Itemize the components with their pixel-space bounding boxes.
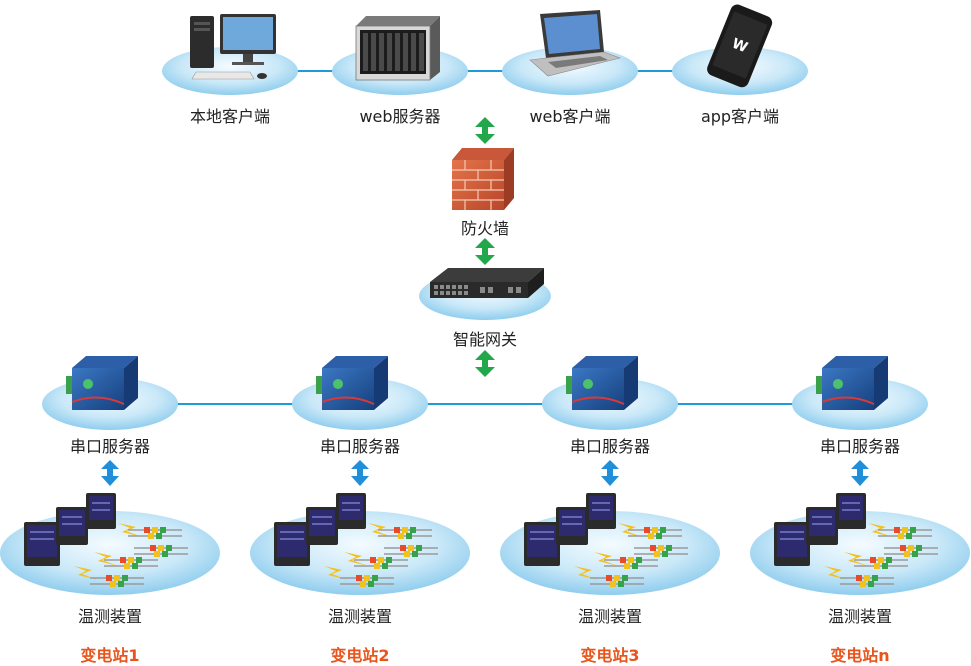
serial-server-label: 串口服务器 xyxy=(819,437,901,456)
client-label-local: 本地客户端 xyxy=(189,107,271,126)
lightning-icon xyxy=(94,552,118,566)
lightning-icon xyxy=(324,566,348,580)
temperature-device-label: 温测装置 xyxy=(827,607,893,626)
temperature-meter-icon xyxy=(56,507,88,545)
lightning-icon xyxy=(118,523,142,537)
blue-double-arrow xyxy=(101,460,119,486)
temperature-sensor-icon xyxy=(840,575,894,587)
lightning-icon xyxy=(344,552,368,566)
temperature-meter-icon xyxy=(774,522,810,566)
substation-group xyxy=(750,356,970,595)
firewall-label: 防火墙 xyxy=(460,219,510,238)
lightning-icon xyxy=(574,566,598,580)
temperature-sensor-icon xyxy=(878,527,932,539)
green-double-arrow xyxy=(475,350,495,377)
temperature-sensor-icon xyxy=(854,557,908,569)
client-label-app: app客户端 xyxy=(700,107,780,126)
blue-double-arrow xyxy=(851,460,869,486)
substation-group xyxy=(0,356,220,595)
lightning-icon xyxy=(618,523,642,537)
temperature-sensor-icon xyxy=(590,575,644,587)
temperature-meter-icon xyxy=(24,522,60,566)
temperature-sensor-icon xyxy=(128,527,182,539)
blue-double-arrow xyxy=(351,460,369,486)
temperature-device-label: 温测装置 xyxy=(577,607,643,626)
temperature-sensor-icon xyxy=(104,557,158,569)
green-double-arrow xyxy=(475,238,495,265)
substation-group xyxy=(250,356,470,595)
serial-server-label: 串口服务器 xyxy=(569,437,651,456)
client-platform xyxy=(162,47,298,95)
temperature-device-label: 温测装置 xyxy=(327,607,393,626)
network-switch-icon xyxy=(430,268,544,298)
serial-server-label: 串口服务器 xyxy=(319,437,401,456)
substation-name: 变电站3 xyxy=(580,646,640,665)
temperature-meter-icon xyxy=(336,493,366,529)
substation-name: 变电站2 xyxy=(330,646,390,665)
brick-wall-icon xyxy=(452,148,514,210)
green-double-arrow xyxy=(475,117,495,144)
lightning-icon xyxy=(594,552,618,566)
temperature-sensor-icon xyxy=(90,575,144,587)
blue-double-arrow xyxy=(601,460,619,486)
lightning-icon xyxy=(74,566,98,580)
temperature-device-label: 温测装置 xyxy=(77,607,143,626)
temperature-sensor-icon xyxy=(634,545,688,557)
lightning-icon xyxy=(368,523,392,537)
serial-server-icon xyxy=(566,356,638,410)
temperature-sensor-icon xyxy=(628,527,682,539)
serial-server-label: 串口服务器 xyxy=(69,437,151,456)
temperature-sensor-icon xyxy=(378,527,432,539)
temperature-sensor-icon xyxy=(354,557,408,569)
laptop-icon xyxy=(529,10,622,77)
temperature-meter-icon xyxy=(86,493,116,529)
temperature-meter-icon xyxy=(306,507,338,545)
substation-name: 变电站1 xyxy=(80,646,140,665)
gateway-label: 智能网关 xyxy=(452,330,518,349)
lightning-icon xyxy=(844,552,868,566)
temperature-sensor-icon xyxy=(134,545,188,557)
lightning-icon xyxy=(824,566,848,580)
serial-server-icon xyxy=(316,356,388,410)
serial-server-icon xyxy=(816,356,888,410)
client-label-web-server: web服务器 xyxy=(359,107,441,126)
temperature-sensor-icon xyxy=(884,545,938,557)
lightning-icon xyxy=(868,523,892,537)
rack-server-icon xyxy=(355,16,440,81)
serial-server-icon xyxy=(66,356,138,410)
substation-name: 变电站n xyxy=(830,646,890,665)
client-label-web-client: web客户端 xyxy=(529,107,611,126)
temperature-sensor-icon xyxy=(604,557,658,569)
temperature-meter-icon xyxy=(586,493,616,529)
temperature-meter-icon xyxy=(274,522,310,566)
temperature-meter-icon xyxy=(806,507,838,545)
smartphone-icon: W xyxy=(707,4,773,88)
temperature-sensor-icon xyxy=(384,545,438,557)
temperature-meter-icon xyxy=(556,507,588,545)
temperature-meter-icon xyxy=(836,493,866,529)
substation-group xyxy=(500,356,720,595)
desktop-pc-icon xyxy=(190,14,276,80)
svg-text:W: W xyxy=(729,36,749,57)
temperature-meter-icon xyxy=(524,522,560,566)
temperature-sensor-icon xyxy=(340,575,394,587)
